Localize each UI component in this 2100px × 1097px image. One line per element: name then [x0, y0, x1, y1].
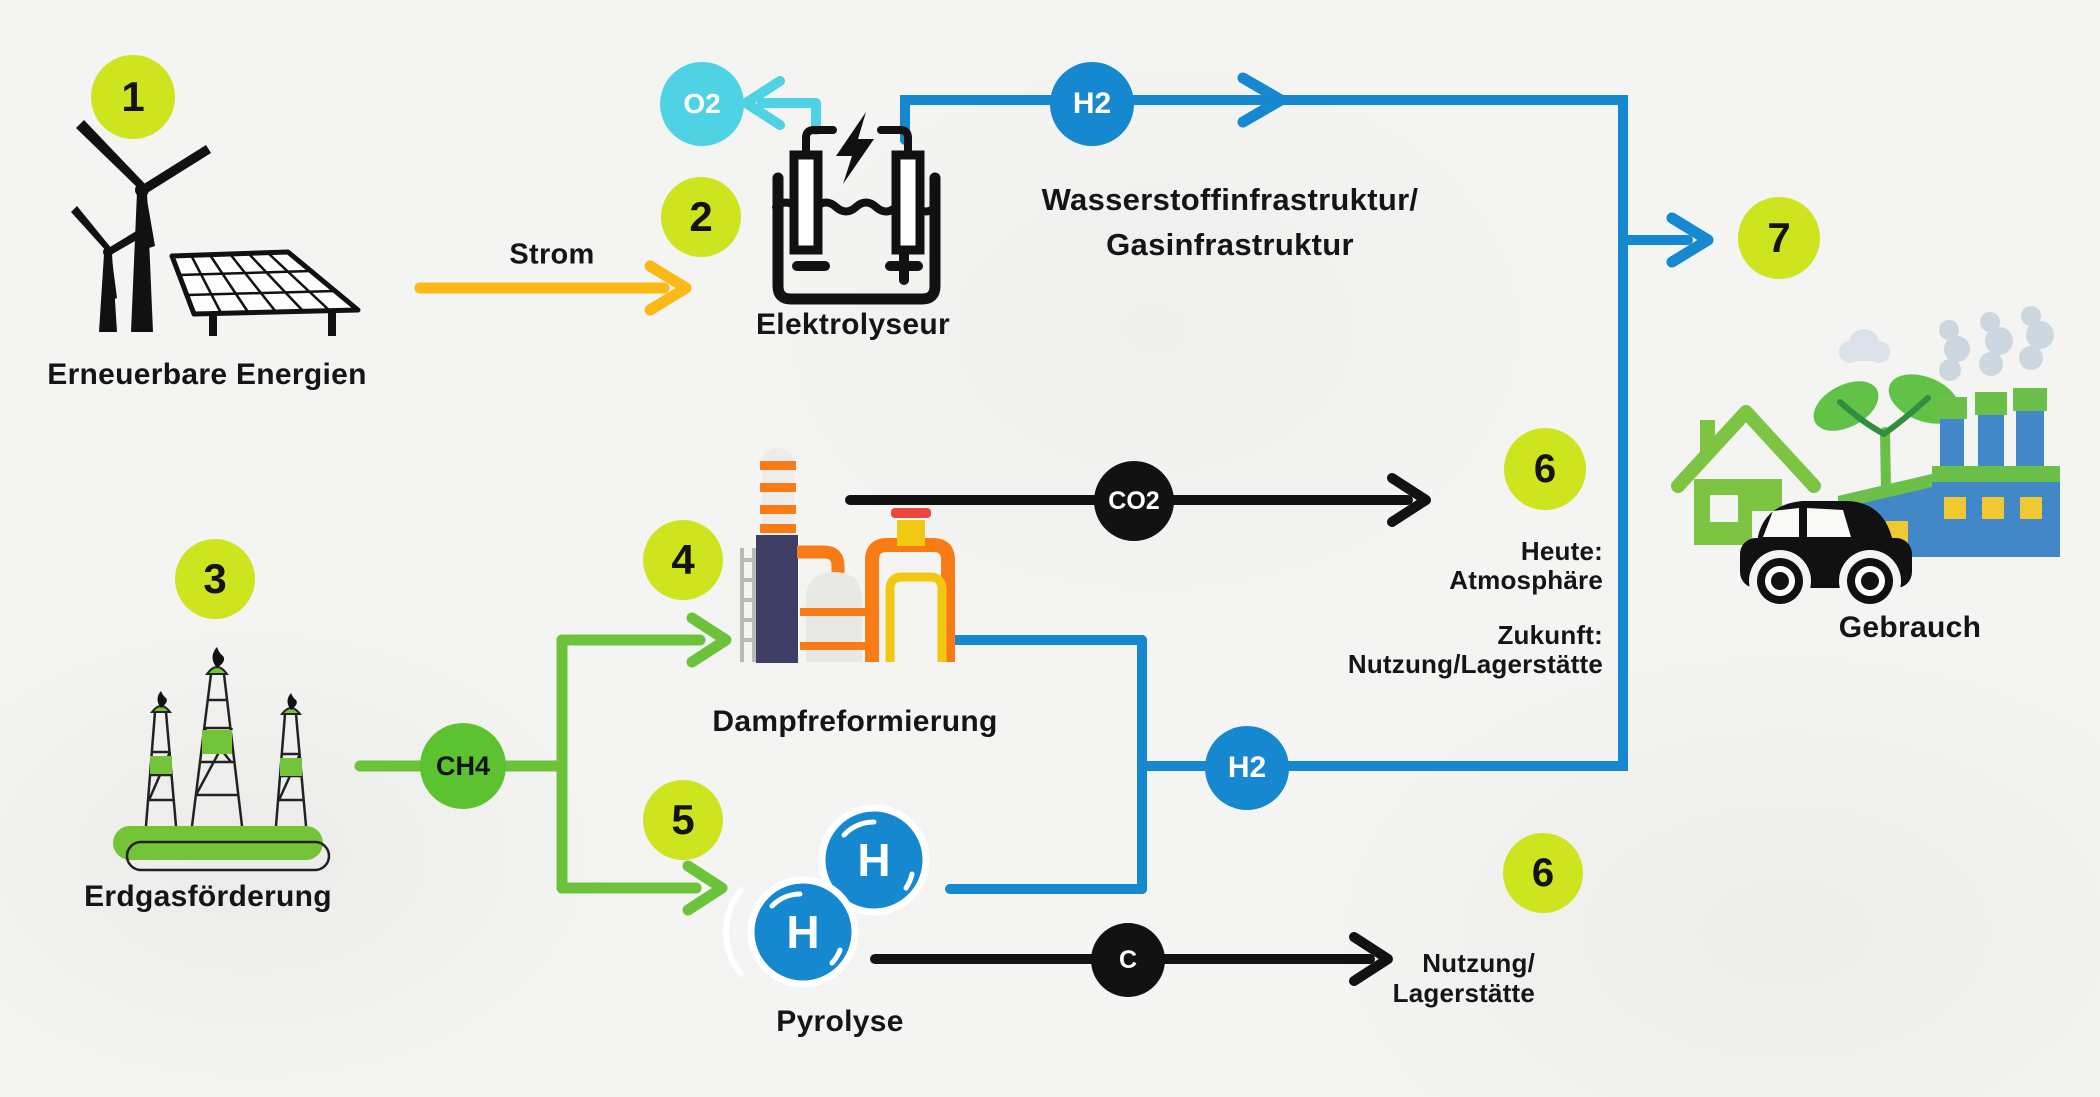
h-atom-label: H: [857, 834, 890, 886]
c-chip: C: [1091, 923, 1165, 997]
carbon-sink-line1: Nutzung/: [1422, 948, 1535, 978]
o2-arrow: [741, 76, 821, 135]
smoke-icon: [1939, 306, 2054, 381]
step-badge-electrolyzer: 2: [661, 177, 741, 257]
step-badge-pyrolysis: 5: [643, 780, 723, 860]
o2-chip: O2: [660, 62, 744, 146]
h2-pipe-network: [900, 95, 1693, 894]
infrastructure-line2: Gasinfrastruktur: [1106, 227, 1354, 262]
co2-sink-line3: Zukunft:: [1497, 620, 1603, 650]
pyrolysis-label: Pyrolyse: [776, 1005, 904, 1038]
strom-arrow: [414, 260, 692, 316]
infrastructure-label: Wasserstoffinfrastruktur/ Gasinfrastrukt…: [1042, 177, 1419, 267]
plant-sprout-icon: [1813, 374, 1960, 495]
step-badge-carbon-sink: 6: [1503, 833, 1583, 913]
step-badge-renewables: 1: [91, 55, 175, 139]
co2-sink-line4: Nutzung/Lagerstätte: [1347, 649, 1603, 679]
electrolyzer-icon: [772, 112, 941, 305]
electrolyzer-label: Elektrolyseur: [756, 308, 950, 341]
ch4-pipe-network: [354, 634, 706, 894]
h-atom-label: H: [786, 906, 819, 958]
car-icon: [1740, 501, 1912, 612]
h2-arrowheads: [1237, 72, 1714, 268]
steam-reformer-icon: [740, 448, 955, 663]
step-badge-steam-reforming: 4: [643, 520, 723, 600]
steam-reforming-label: Dampfreformierung: [712, 705, 998, 738]
carbon-sink-text: Nutzung/ Lagerstätte: [1393, 948, 1535, 1008]
step-badge-co2-sink: 6: [1504, 428, 1586, 510]
wind-solar-icon: [71, 120, 361, 336]
usage-label: Gebrauch: [1838, 611, 1982, 644]
co2-sink-line2: Atmosphäre: [1449, 565, 1603, 595]
step-badge-gas-extraction: 3: [175, 539, 255, 619]
h2-molecule-icon: H H: [722, 804, 930, 988]
co2-sink-text: Heute: Atmosphäre Zukunft: Nutzung/Lager…: [1348, 537, 1603, 679]
usage-icon: [1671, 306, 2060, 612]
step-badge-usage: 7: [1738, 197, 1820, 279]
carbon-sink-line2: Lagerstätte: [1392, 978, 1535, 1008]
renewables-label: Erneuerbare Energien: [47, 358, 367, 391]
h2-chip-top: H2: [1050, 62, 1134, 146]
co2-chip: CO2: [1094, 461, 1174, 541]
strom-label: Strom: [509, 238, 595, 271]
h2-chip-mid: H2: [1205, 726, 1289, 810]
gas-extraction-label: Erdgasförderung: [84, 880, 332, 913]
ch4-chip: CH4: [420, 723, 506, 809]
factory-icon: [1838, 388, 2060, 557]
infrastructure-line1: Wasserstoffinfrastruktur/: [1041, 182, 1419, 217]
gas-rigs-icon: [113, 647, 331, 872]
ch4-arrowheads: [682, 612, 732, 916]
cloud-icon: [1839, 329, 1890, 363]
co2-sink-line1: Heute:: [1520, 536, 1603, 566]
